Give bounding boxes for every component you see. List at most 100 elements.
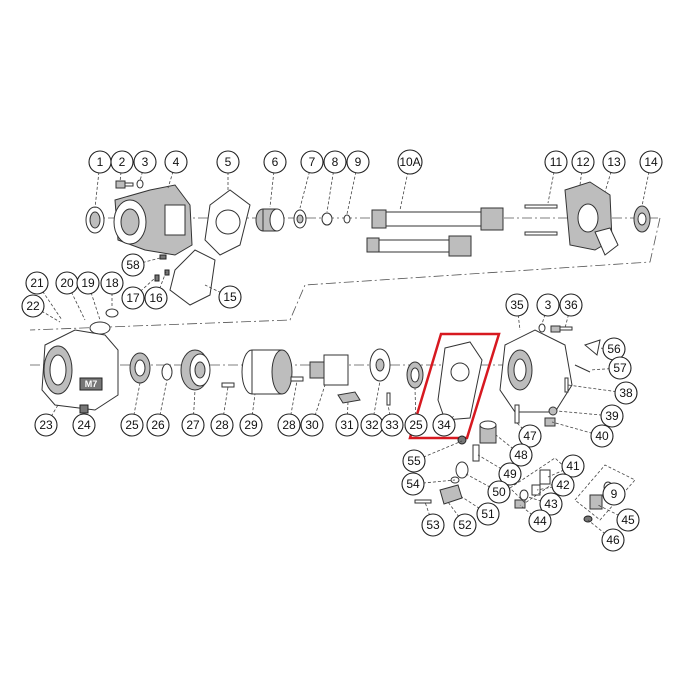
leader-line-3 [541,304,549,325]
callout-circle [602,150,626,174]
callout-number: 18 [105,276,119,290]
callout-10A: 10A [397,149,423,175]
leader-line-42 [536,484,564,491]
callout-number: 33 [385,418,399,432]
part-49-spring [472,444,480,462]
callout-circle [551,473,575,497]
part-25-bearing [129,352,151,384]
part-26-ring [161,363,173,381]
part-4-front-housing [113,184,193,256]
callout-49: 49 [498,462,522,486]
callout-circle [323,150,347,174]
leader-line-44 [519,504,541,522]
part-5-gasket [204,189,251,256]
callout-circle [110,150,134,174]
part-38-pin [564,377,569,393]
callout-number: 34 [437,418,451,432]
callout-number: 4 [173,155,180,169]
callout-18: 18 [100,271,124,295]
callout-circle [600,404,624,428]
callout-41: 41 [561,454,585,478]
leader-line-8 [326,161,336,213]
callout-number: 58 [126,258,140,272]
leader-line-4 [167,161,177,189]
callout-circle [505,293,529,317]
part-32-rear-plate [369,348,391,382]
callout-28: 28 [210,413,234,437]
callout-circle [518,424,542,448]
callout-circle [476,502,500,526]
callout-number: 17 [126,291,140,305]
part-34-gasket [437,341,483,421]
callout-number: 43 [544,497,558,511]
callout-number: 28 [282,418,296,432]
callout-number: 52 [458,518,472,532]
callout-number: 28 [215,418,229,432]
callout-number: 16 [149,291,163,305]
callout-circle [601,528,625,552]
leader-line-10A [399,161,411,211]
callout-circle [346,150,370,174]
callout-44: 44 [528,509,552,533]
callout-number: 40 [595,429,609,443]
callout-14: 14 [639,150,663,174]
part-30-rotor [309,354,349,386]
part-3-washer [136,179,144,189]
part-31-vane [337,391,361,404]
callout-31: 31 [335,413,359,437]
callout-number: 41 [566,459,580,473]
callout-circle [453,513,477,537]
part-10-short-anvil [366,235,472,257]
callout-number: 36 [564,298,578,312]
callout-circle [397,149,423,175]
callout-34: 34 [432,413,456,437]
callout-9: 9 [346,150,370,174]
callout-9: 9 [602,482,626,506]
part-16-17-58-small-parts [154,254,170,282]
leader-line-53 [424,501,434,526]
callout-circle [144,286,168,310]
callout-circle [401,472,425,496]
callout-35: 35 [505,293,529,317]
callout-8: 8 [323,150,347,174]
callout-number: 57 [613,361,627,375]
callout-32: 32 [360,413,384,437]
callout-11: 11 [544,150,568,174]
part-28-pin-left [221,382,235,388]
callout-circle [536,293,560,317]
callout-number: 55 [407,454,421,468]
callout-circle [509,443,533,467]
callout-19: 19 [76,271,100,295]
callout-number: 10A [399,155,420,169]
callout-number: 19 [81,276,95,290]
callout-number: 1 [97,155,104,169]
callout-circle [559,293,583,317]
callout-circle [608,356,632,380]
part-41-bushing [539,469,551,485]
callout-circle [402,449,426,473]
callout-number: 9 [611,487,618,501]
callout-number: 7 [309,155,316,169]
part-28-pin-right [290,376,304,382]
callout-circle [616,508,640,532]
part-33-pin [386,392,391,406]
callout-52: 52 [453,513,477,537]
callout-7: 7 [300,150,324,174]
callout-number: 3 [545,298,552,312]
callout-6: 6 [263,150,287,174]
part-1-seal-ring [85,206,105,234]
callout-circle [561,454,585,478]
callout-circle [76,271,100,295]
leader-line-3 [139,161,146,182]
part-7-washer [293,209,307,229]
callout-number: 42 [556,478,570,492]
part-2-screw [115,180,134,189]
callout-number: 8 [332,155,339,169]
callout-circle [181,413,205,437]
part-57-spring [574,364,591,373]
part-8-ring [321,212,333,226]
part-40-plug [544,417,556,427]
callout-55: 55 [402,449,426,473]
callout-2: 2 [110,150,134,174]
part-19-snap-ring [89,321,111,335]
